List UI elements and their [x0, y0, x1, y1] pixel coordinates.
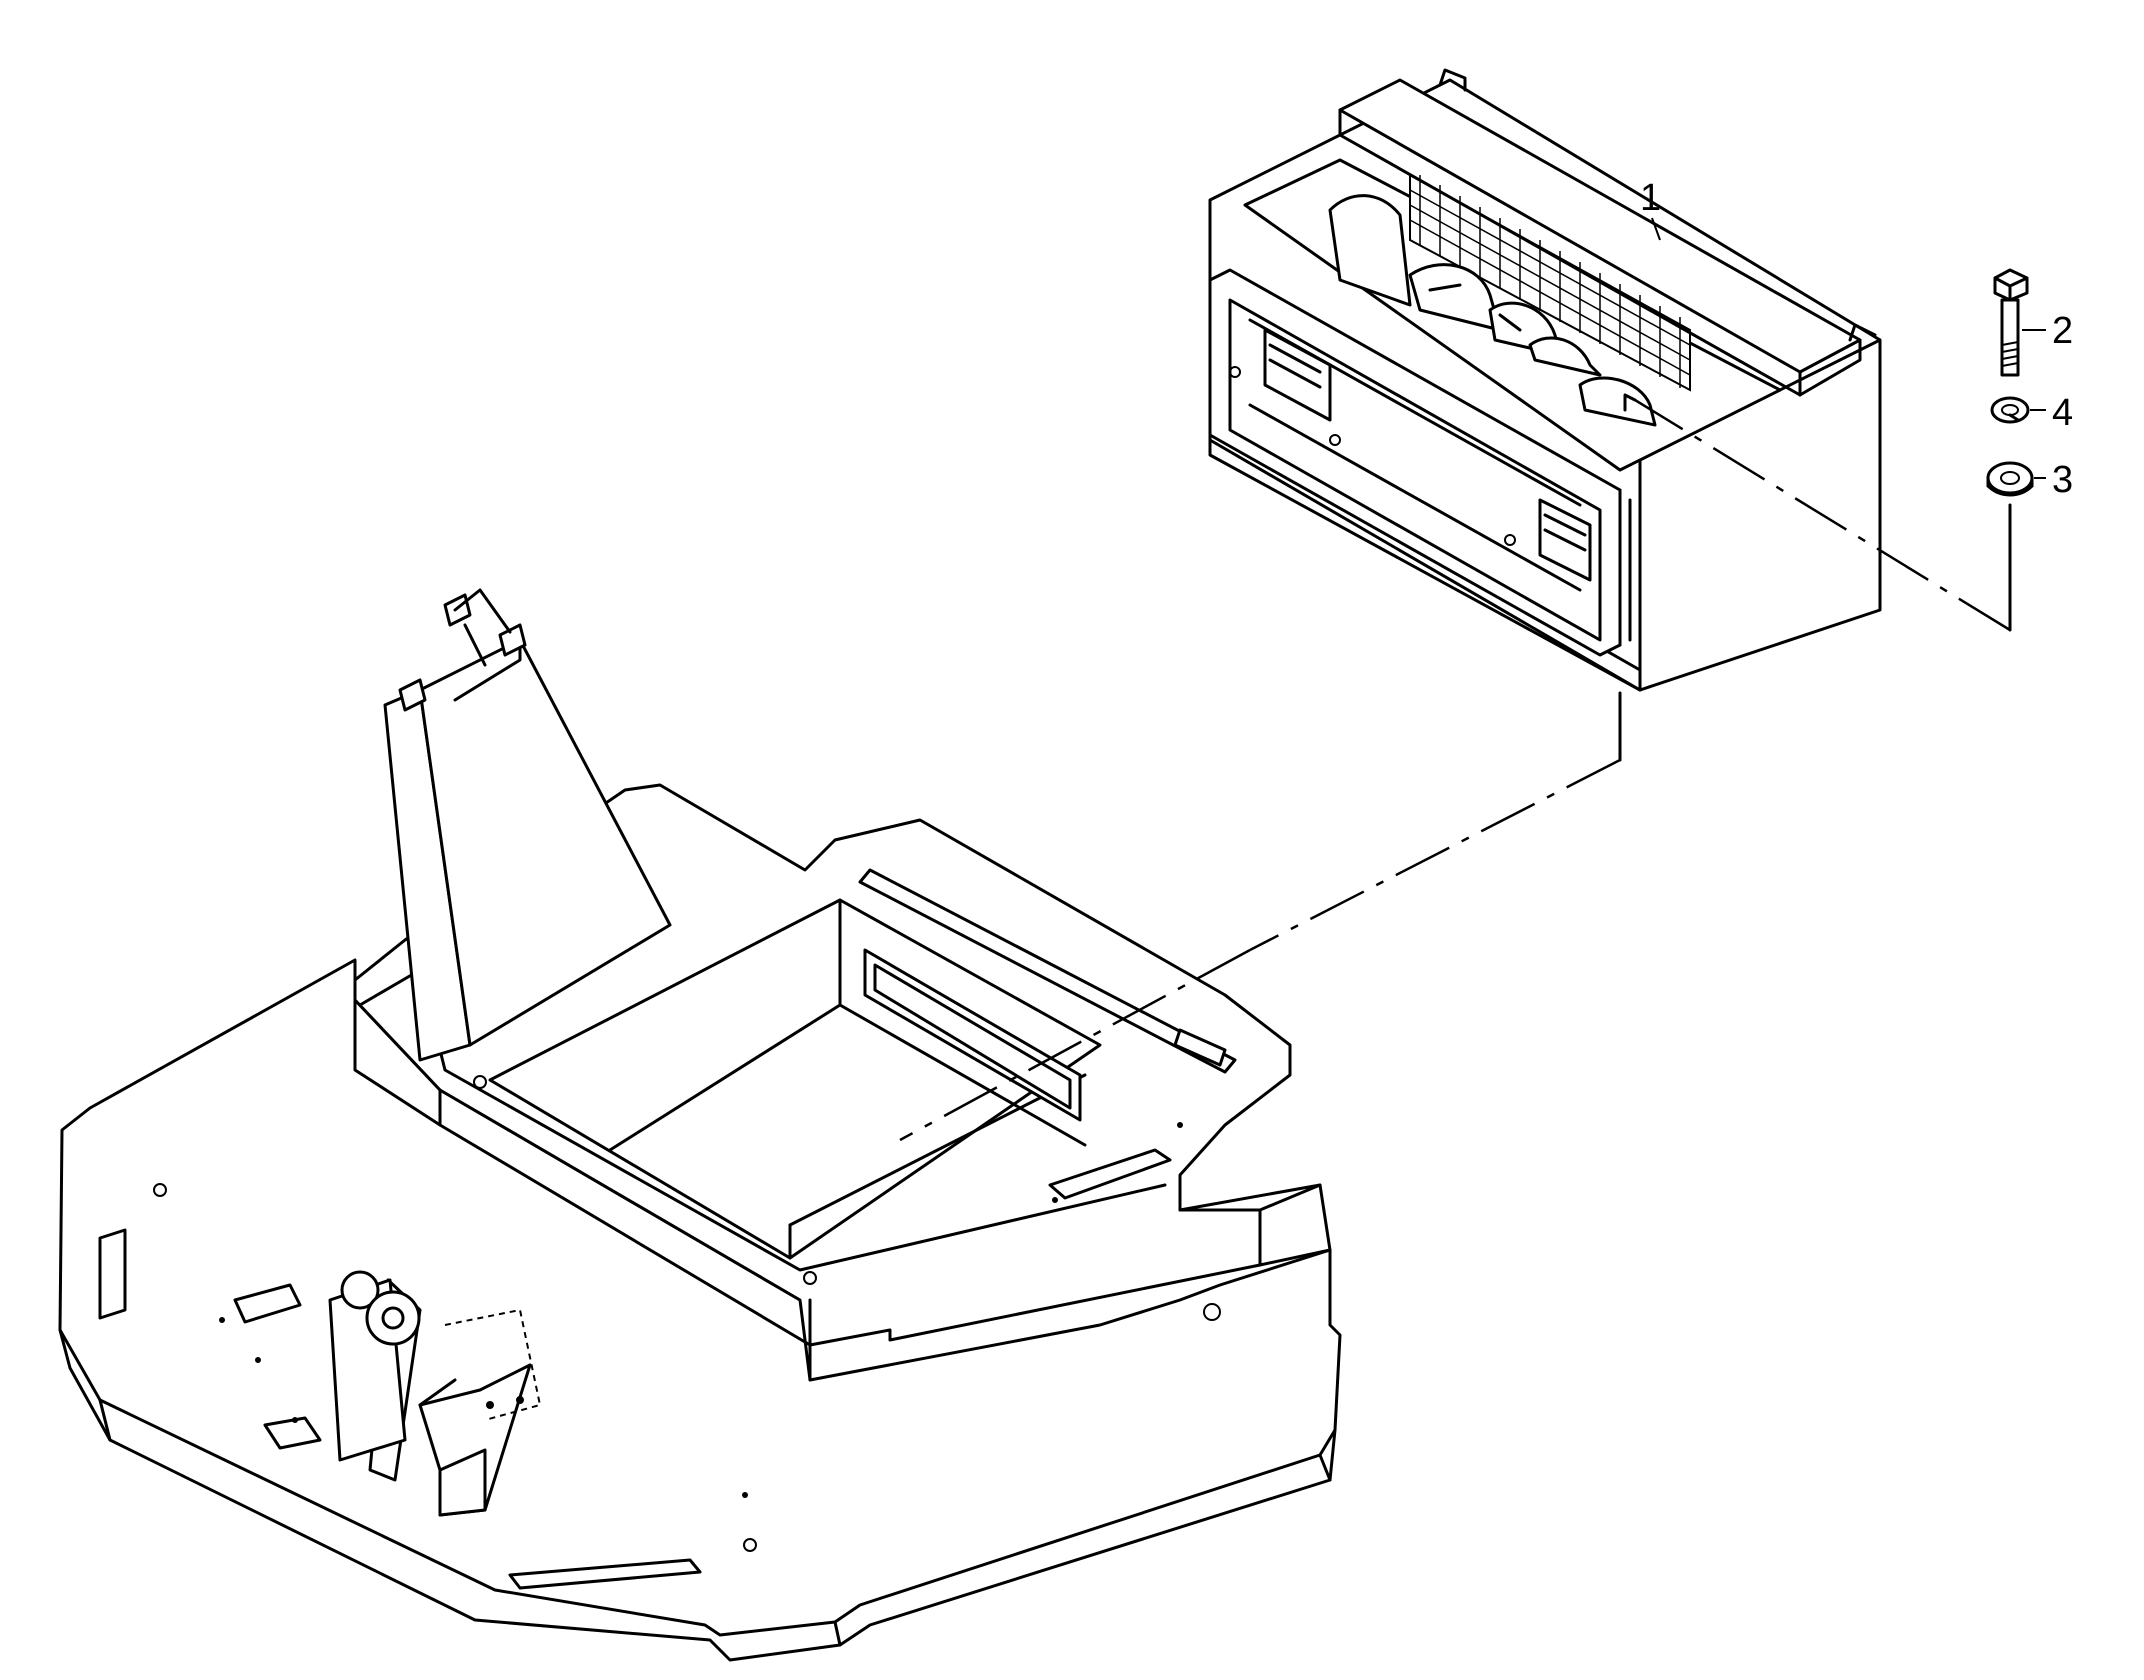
callout-4: 4 — [2052, 392, 2073, 434]
callout-1: 1 — [1640, 177, 1661, 219]
console-slot-top — [858, 868, 1237, 1074]
hole — [743, 1538, 757, 1552]
callout-3: 3 — [2052, 459, 2073, 501]
bolt — [1993, 268, 2029, 377]
console-cavity — [488, 898, 1102, 1260]
hinge-bracket — [328, 1270, 532, 1517]
mesh-grille — [1409, 173, 1691, 392]
upright-panel — [383, 588, 672, 1062]
slot-left — [98, 1228, 127, 1320]
base-plate — [58, 588, 1342, 1662]
flat-washer — [1986, 461, 2034, 497]
hole — [153, 1183, 167, 1197]
hole — [1203, 1303, 1221, 1321]
slot-hinge-2 — [233, 1283, 302, 1324]
lock-washer — [1990, 396, 2030, 424]
blower-unit — [1208, 68, 1882, 692]
callout-2: 2 — [2052, 310, 2073, 352]
assembly-lines — [899, 393, 2012, 1142]
slot-hinge — [263, 1416, 322, 1450]
slot-front — [508, 1558, 702, 1590]
console-slot — [1048, 1148, 1172, 1200]
